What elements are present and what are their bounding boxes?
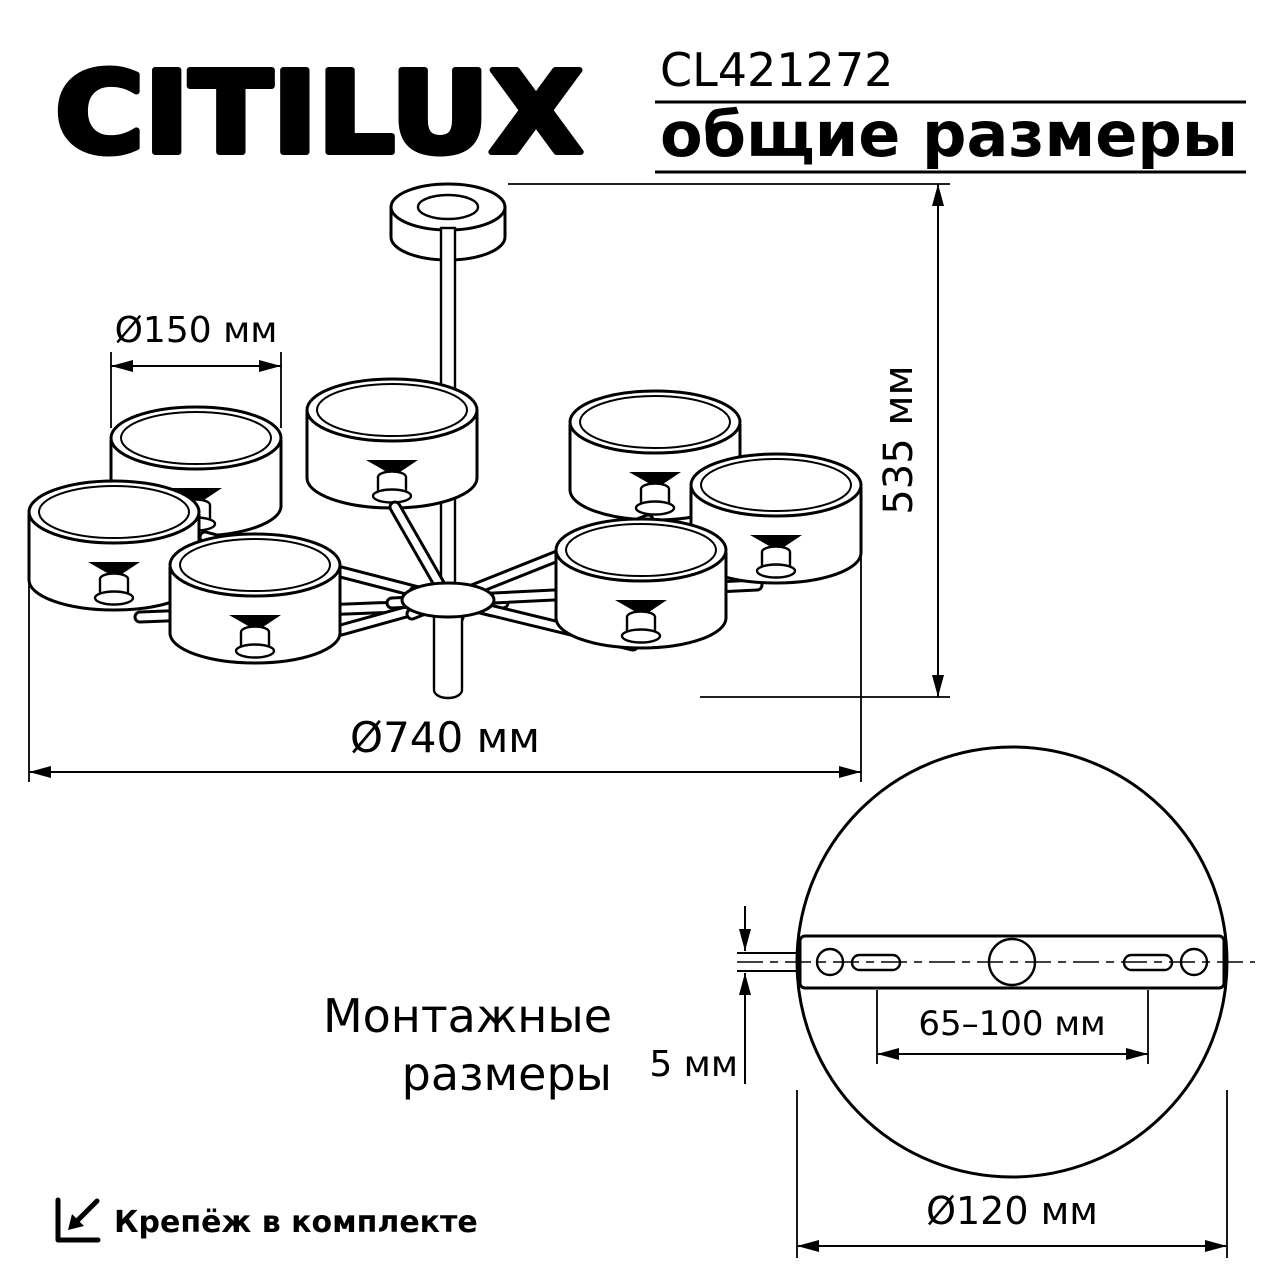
dim-plate-diameter-label: Ø120 мм	[926, 1189, 1098, 1233]
mounting-view: 5 мм 65–100 мм Ø120 мм Монтажные размеры	[323, 745, 1255, 1258]
model-number: CL421272	[660, 43, 893, 97]
shade-top-center	[305, 377, 479, 510]
dim-slot-spacing-label: 65–100 мм	[918, 1004, 1105, 1044]
dim-height-label: 535 мм	[876, 365, 922, 514]
header: CITILUX CL421272 общие размеры	[52, 43, 1246, 182]
footer-note: Крепёж в комплекте	[55, 1197, 478, 1243]
chandelier-drawing	[27, 182, 863, 700]
dim-overall-diameter-label: Ø740 мм	[350, 713, 540, 762]
shade-lower-center	[168, 532, 342, 665]
brand-logo: CITILUX	[55, 49, 583, 179]
dim-plate-thickness-label: 5 мм	[649, 1044, 738, 1085]
dim-plate-diameter: Ø120 мм	[796, 1090, 1228, 1258]
fasteners-note-label: Крепёж в комплекте	[114, 1205, 478, 1240]
mounting-caption-line2: размеры	[402, 1047, 612, 1101]
dim-plate-thickness: 5 мм	[649, 906, 751, 1085]
dim-shade-diameter: Ø150 мм	[110, 310, 282, 428]
dim-shade-diameter-label: Ø150 мм	[115, 310, 278, 351]
drawing-title: общие размеры	[660, 98, 1238, 171]
mounting-caption-line1: Монтажные	[323, 989, 612, 1043]
dim-slot-spacing: 65–100 мм	[876, 990, 1149, 1064]
dim-height: 535 мм	[508, 183, 950, 698]
shade-lower-right	[554, 517, 728, 650]
hub	[400, 581, 496, 700]
dim-overall-diameter: Ø740 мм	[28, 505, 862, 782]
fasteners-icon	[55, 1197, 101, 1243]
